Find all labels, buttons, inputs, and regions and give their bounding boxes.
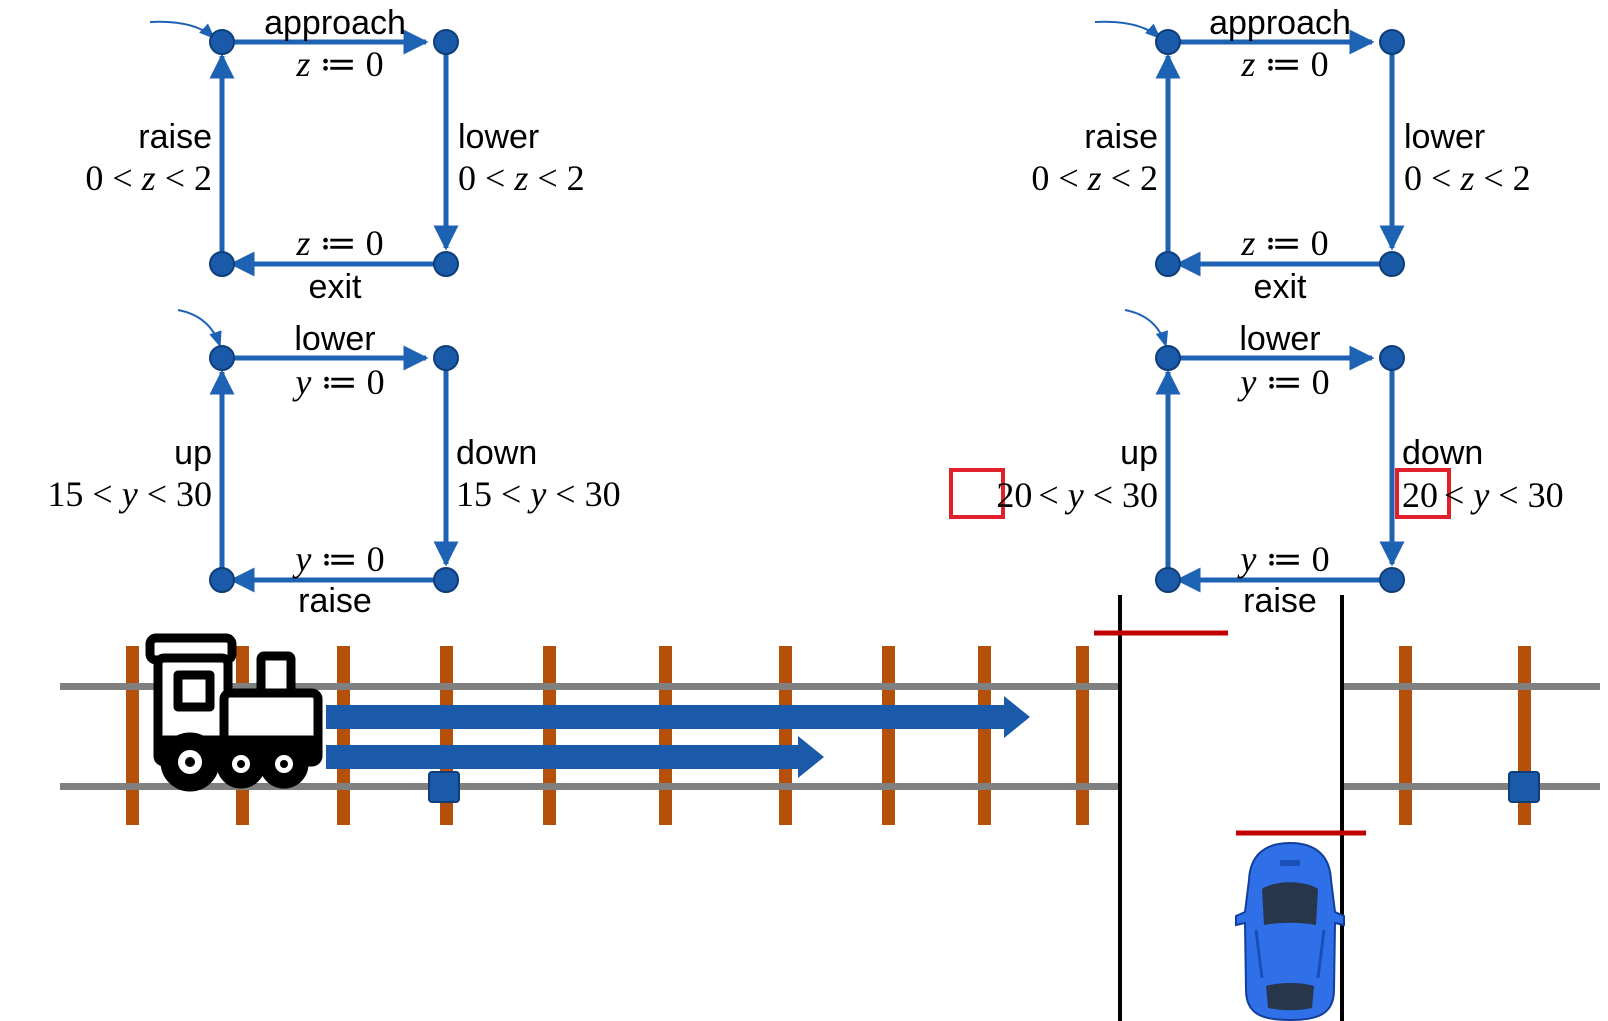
bottom-reset-label: z ≔ 0 (1240, 223, 1328, 263)
rail-top (60, 683, 1120, 690)
bottom-reset-label: y ≔ 0 (292, 539, 384, 579)
automaton-gate-right: lower y ≔ 0 down 20< y < 30 up 20< y < 3… (949, 309, 1564, 620)
highlight-box (1395, 468, 1451, 519)
highlight-box (949, 468, 1005, 519)
progress-arrow-icon (326, 736, 824, 778)
right-action-label: down (456, 434, 537, 472)
rail-top (1342, 683, 1600, 690)
state-node (433, 251, 459, 277)
state-node (433, 567, 459, 593)
train-icon (145, 633, 323, 792)
railroad-track (60, 646, 1600, 825)
automaton-gate-left: lower y ≔ 0 down 15 < y < 30 up 15 < y <… (47, 309, 621, 620)
right-guard-label: 0 < z < 2 (458, 158, 585, 198)
left-action-label: raise (138, 118, 212, 156)
bottom-reset-label: z ≔ 0 (295, 223, 383, 263)
sensor-square-icon (428, 771, 460, 803)
state-node (1379, 567, 1405, 593)
bottom-reset-label: y ≔ 0 (1237, 539, 1329, 579)
right-guard-label: 15 < y < 30 (456, 474, 621, 514)
bottom-action-label: raise (298, 582, 372, 620)
top-reset-label: z ≔ 0 (295, 44, 383, 84)
state-node (209, 29, 235, 55)
automaton-controller-right: approach z ≔ 0 lower 0 < z < 2 raise 0 <… (1031, 4, 1530, 306)
left-guard-label: 20< y < 30 (996, 475, 1158, 515)
rail-bottom (60, 783, 1120, 790)
state-node (1155, 251, 1181, 277)
right-guard-label: 0 < z < 2 (1404, 158, 1531, 198)
rail-bottom (1342, 783, 1600, 790)
initial-arrow (1094, 20, 1162, 40)
state-node (209, 567, 235, 593)
initial-arrow (177, 309, 222, 348)
top-reset-label: y ≔ 0 (292, 362, 384, 402)
top-action-label: lower (294, 320, 375, 358)
state-node (209, 345, 235, 371)
state-node (1379, 29, 1405, 55)
initial-arrow (149, 20, 216, 40)
state-node (209, 251, 235, 277)
bottom-action-label: exit (309, 268, 362, 306)
railroad-ties (126, 646, 1531, 825)
state-node (1379, 345, 1405, 371)
car-icon (1235, 841, 1345, 1021)
state-node (433, 345, 459, 371)
left-action-label: up (1120, 434, 1158, 472)
top-reset-label: y ≔ 0 (1237, 362, 1329, 402)
right-action-label: lower (458, 118, 539, 156)
state-node (1379, 251, 1405, 277)
state-node (1155, 29, 1181, 55)
state-node (1155, 567, 1181, 593)
top-action-label: lower (1239, 320, 1320, 358)
left-action-label: up (174, 434, 212, 472)
bottom-action-label: exit (1254, 268, 1307, 306)
right-guard-label: 20< y < 30 (1402, 475, 1564, 515)
state-node (433, 29, 459, 55)
road-crossing (1094, 595, 1366, 1021)
left-guard-label: 0 < z < 2 (1031, 158, 1158, 198)
bottom-action-label: raise (1243, 582, 1317, 620)
progress-arrow-icon (326, 696, 1030, 738)
state-node (1155, 345, 1181, 371)
automaton-controller-left: approach z ≔ 0 lower 0 < z < 2 raise 0 <… (85, 4, 584, 306)
initial-arrow (1124, 309, 1168, 348)
left-guard-label: 15 < y < 30 (47, 474, 212, 514)
top-action-label: approach (1209, 4, 1351, 42)
right-action-label: lower (1404, 118, 1485, 156)
left-action-label: raise (1084, 118, 1158, 156)
right-action-label: down (1402, 434, 1483, 472)
top-action-label: approach (264, 4, 406, 42)
sensor-square-icon (1508, 771, 1540, 803)
left-guard-label: 0 < z < 2 (85, 158, 212, 198)
top-reset-label: z ≔ 0 (1240, 44, 1328, 84)
